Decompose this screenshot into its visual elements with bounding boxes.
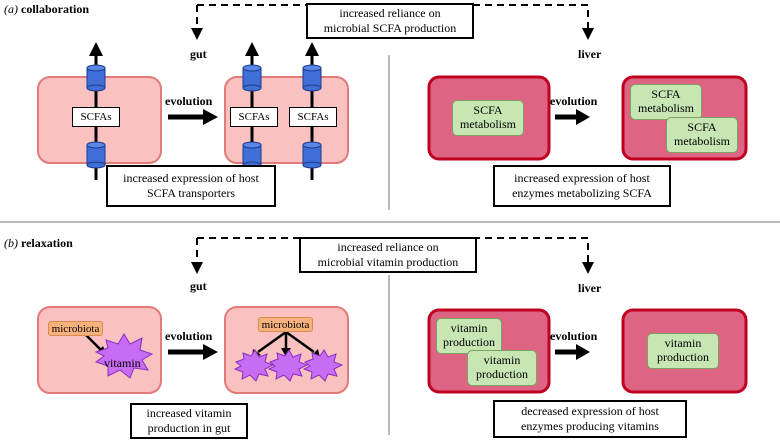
- vitamin-star-before: [94, 333, 154, 379]
- evolution-label-b-gut: evolution: [165, 329, 213, 343]
- scfa-metabolism-before: SCFA metabolism: [452, 100, 524, 136]
- panel-b-reliance-text: increased reliance on microbial vitamin …: [317, 240, 459, 269]
- vitamin-stars-after: [233, 349, 344, 382]
- transporters-box: increased expression of host SCFA transp…: [106, 165, 276, 207]
- gut-b-caption-box: increased vitamin production in gut: [130, 403, 248, 439]
- panel-a-label: (a): [4, 2, 18, 16]
- scfa-metabolism-after-2: SCFA metabolism: [666, 117, 738, 153]
- gut-b-caption: increased vitamin production in gut: [146, 406, 232, 435]
- microbiota-box-before: microbiota: [48, 321, 103, 336]
- panel-b-gut-label: gut: [190, 279, 207, 293]
- vitamin-production-before-2: vitamin production: [467, 350, 537, 386]
- scfa-tag-after-1: SCFAs: [230, 107, 278, 127]
- panel-a-header: (a) collaboration: [4, 2, 89, 16]
- vitamin-label: vitamin: [104, 356, 141, 370]
- panel-a-reliance-arrows: [196, 4, 589, 30]
- panel-a-reliance-box: increased reliance on microbial SCFA pro…: [306, 3, 474, 39]
- vitamin-production-before-1: vitamin production: [436, 318, 502, 354]
- panel-a-reliance-text: increased reliance on microbial SCFA pro…: [323, 6, 457, 35]
- transporters-text: increased expression of host SCFA transp…: [123, 171, 259, 200]
- panel-b-reliance-arrows: [196, 237, 589, 265]
- panel-b-title: relaxation: [21, 236, 73, 250]
- scfa-tag-before: SCFAs: [72, 107, 120, 127]
- microbiota-branch-arrows: [257, 330, 315, 354]
- scfa-metabolism-after-1: SCFA metabolism: [630, 84, 702, 120]
- evolution-label-a-liver: evolution: [550, 94, 598, 108]
- panel-b-liver-label: liver: [578, 281, 602, 295]
- panel-a-title: collaboration: [21, 2, 89, 16]
- scfa-tag-after-2: SCFAs: [289, 107, 337, 127]
- liver-b-caption-box: decreased expression of host enzymes pro…: [493, 400, 687, 438]
- panel-b-header: (b) relaxation: [4, 236, 73, 250]
- panel-b-reliance-box: increased reliance on microbial vitamin …: [299, 237, 477, 273]
- evolution-arrows: [168, 109, 590, 360]
- gut-cell-after: [224, 76, 349, 164]
- liver-a-caption-box: increased expression of host enzymes met…: [493, 165, 671, 207]
- microbiota-box-after: microbiota: [258, 317, 313, 332]
- panel-a-gut-label: gut: [190, 47, 207, 61]
- panel-a-liver-label: liver: [578, 47, 602, 61]
- evolution-label-a-gut: evolution: [165, 94, 213, 108]
- vitamin-production-after: vitamin production: [647, 333, 719, 369]
- evolution-label-b-liver: evolution: [550, 329, 598, 343]
- liver-a-caption: increased expression of host enzymes met…: [512, 171, 652, 200]
- liver-b-caption: decreased expression of host enzymes pro…: [521, 404, 659, 433]
- panel-b-label: (b): [4, 236, 18, 250]
